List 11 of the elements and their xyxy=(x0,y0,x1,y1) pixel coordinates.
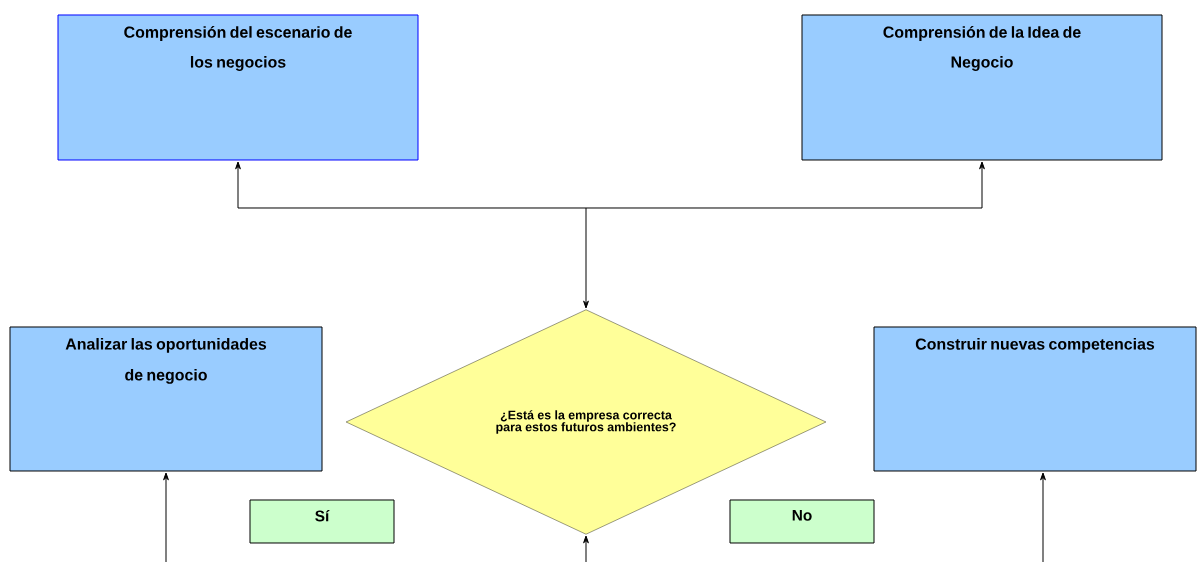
arrow xyxy=(1040,472,1046,562)
process-box: No xyxy=(729,499,875,544)
arrow xyxy=(583,207,589,309)
process-box: Analizar las oportunidades de negocio xyxy=(9,326,323,472)
process-box: Construir nuevas competencias xyxy=(873,326,1197,472)
process-box: Comprensión de la Idea de Negocio xyxy=(801,14,1163,161)
process-box: Comprensión del escenario de los negocios xyxy=(57,14,419,161)
arrow xyxy=(583,535,589,562)
arrow xyxy=(235,161,985,209)
arrow xyxy=(163,472,169,562)
process-box: Sí xyxy=(249,499,395,544)
